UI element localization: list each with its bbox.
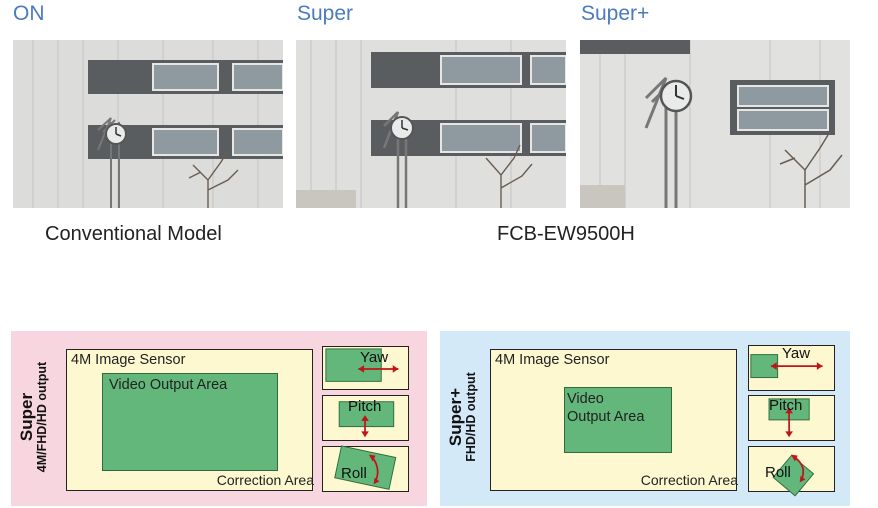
super-plus-pitch-label: Pitch [769,397,803,414]
photo-super [296,40,566,208]
super-correction-label: Correction Area [216,472,314,488]
super-pitch-label: Pitch [348,398,382,415]
super-roll-label: Roll [341,465,367,482]
photo-conventional-model [13,40,283,208]
super-video-output-area [102,373,278,471]
super-plus-title: Super+ [446,387,465,447]
super-yaw-box: Yaw [322,346,409,390]
super-plus-correction-label: Correction Area [640,472,738,488]
super-plus-yaw-label: Yaw [782,345,811,362]
super-subtitle: 4M/FHD/HD output [34,361,49,473]
caption-fcb-ew9500h: FCB-EW9500H [497,223,635,245]
caption-conventional-model: Conventional Model [45,223,222,245]
super-video-label: Video Output Area [109,377,228,393]
super-sensor-area: 4M Image Sensor Video Output Area Correc… [66,349,314,491]
photo-super-plus [580,40,850,208]
super-plus-video-output-area [564,387,672,453]
mode-label-on: ON [13,2,45,25]
super-plus-roll-label: Roll [765,464,791,481]
super-roll-box: Roll [322,445,409,492]
super-pitch-box: Pitch [322,395,409,441]
super-plus-video-label-line2: Output Area [567,409,645,425]
super-plus-subtitle: FHD/HD output [463,372,478,462]
super-plus-panel: Super+ FHD/HD output 4M Image Sensor Vid… [440,331,850,506]
super-yaw-label: Yaw [360,349,389,366]
super-panel: Super 4M/FHD/HD output 4M Image Sensor V… [11,331,427,506]
super-plus-sensor-area: 4M Image Sensor Video Output Area Correc… [490,349,738,491]
super-plus-pitch-box: Pitch [748,395,835,441]
super-sensor-label: 4M Image Sensor [71,352,186,368]
super-plus-yaw-box: Yaw [748,345,835,391]
mode-label-super: Super [297,2,354,25]
super-side-title: Super 4M/FHD/HD output [17,352,58,482]
super-plus-side-title: Super+ FHD/HD output [446,352,487,482]
super-plus-video-label-line1: Video [567,391,604,407]
mode-label-super-plus: Super+ [581,2,650,25]
super-plus-video-label: Video Output Area [567,390,644,426]
super-plus-roll-box: Roll [748,446,835,497]
super-plus-sensor-label: 4M Image Sensor [495,352,610,368]
super-title: Super [17,392,36,442]
